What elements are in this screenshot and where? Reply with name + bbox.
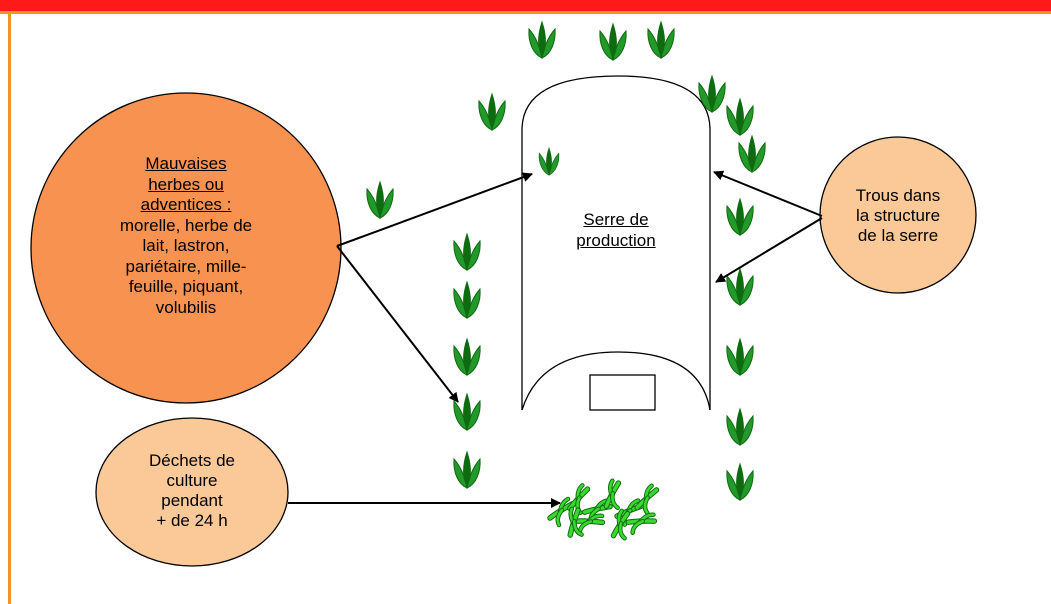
arrow-weeds-to-plants [336,245,459,403]
waste-label: Déchets de culture pendant + de 24 h [122,451,262,531]
weed-plant-icon [453,281,481,319]
weed-plant-icon [647,21,675,59]
holes-label-line-3: de la serre [857,226,939,245]
top-title-bar [0,0,1051,11]
greenhouse-label-line-2: production [576,231,656,250]
weed-plant-icon [726,268,754,306]
weeds-list-line-4: feuille, piquant, [128,277,244,296]
weed-plant-icon [478,93,506,131]
weed-plant-icon [453,393,481,431]
waste-circle [95,417,289,567]
weed-plant-icon [726,98,754,136]
weeds-heading-line-2: herbes ou [148,174,224,194]
left-margin-rule [8,14,11,604]
arrow-holes-to-greenhouse-side [715,217,823,283]
weeds-heading-line-3: adventices : [140,195,232,214]
holes-label: Trous dans la structure de la serre [833,186,963,246]
weed-plant-icon [726,408,754,446]
weed-plant-icon [726,338,754,376]
greenhouse-label-line-1: Serre de [583,210,649,229]
weed-plant-icon [453,451,481,489]
weeds-list-line-3: pariétaire, mille- [125,256,247,276]
waste-label-line-4: + de 24 h [156,511,228,530]
weed-plant-icon [738,135,766,173]
greenhouse-label: Serre de production [546,209,686,251]
weed-plant-icon [726,463,754,501]
weeds-label: Mauvaises herbes ou adventices : morelle… [76,154,296,318]
greenhouse-inner-arch [521,351,711,411]
weeds-list-line-5: volubilis [155,297,217,317]
waste-label-line-2: culture [166,471,218,490]
crop-waste-pile [550,479,660,542]
weeds-heading-line-1: Mauvaises [145,154,227,173]
holes-label-line-1: Trous dans [855,186,941,205]
weed-plant-icon [366,181,394,219]
waste-label-line-3: pendant [161,491,223,510]
weeds-circle [30,92,342,404]
weed-plant-icon [453,233,481,271]
weed-plant-icon [453,338,481,376]
waste-label-line-1: Déchets de [149,451,235,470]
crop-debris-icon [605,509,636,542]
holes-label-line-2: la structure [855,206,941,225]
weed-plant-icon [528,21,556,59]
weeds-list-line-2: lait, lastron, [142,236,230,255]
top-accent-line [0,11,1051,14]
greenhouse-door [589,374,656,411]
arrow-weeds-to-greenhouse [336,172,533,247]
weed-plant-icon [726,198,754,236]
arrow-holes-to-greenhouse-top [713,170,823,217]
weeds-list-line-1: morelle, herbe de [119,215,253,235]
greenhouse-outline [521,75,711,410]
weed-plant-icon [599,23,627,61]
